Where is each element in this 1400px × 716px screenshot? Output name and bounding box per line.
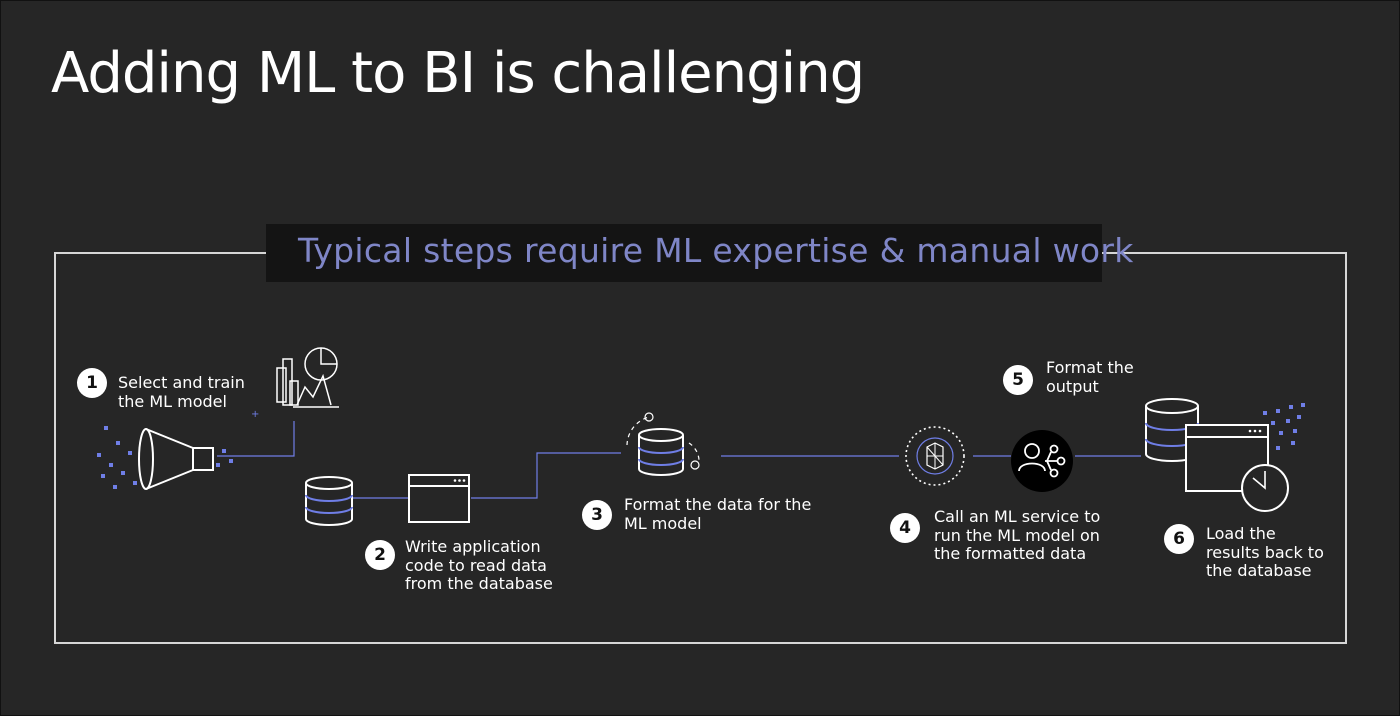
data-dots	[97, 426, 233, 489]
code-window-icon	[408, 474, 470, 523]
slide-title: Adding ML to BI is challenging	[51, 41, 865, 106]
step-badge-6: 6	[1164, 524, 1194, 554]
user-network-icon	[1011, 430, 1073, 492]
clock-dots	[1263, 403, 1305, 450]
connector-window-to-format	[471, 452, 621, 499]
database-formatting-icon	[626, 412, 700, 476]
banner: Typical steps require ML expertise & man…	[266, 224, 1133, 282]
step-badge-1: 1	[77, 368, 107, 398]
step-badge-2: 2	[365, 540, 395, 570]
step-badge-4: 4	[890, 513, 920, 543]
banner-text: Typical steps require ML expertise & man…	[298, 231, 1134, 270]
database-and-code-window-icon	[305, 474, 470, 526]
database-window-clock-icon	[1145, 398, 1305, 512]
step-badge-3: 3	[582, 500, 612, 530]
step-label-1: Select and train the ML model	[118, 373, 245, 411]
svg-text:+: +	[251, 409, 259, 420]
connector-lines	[217, 421, 1141, 499]
ml-brain-service-icon	[905, 426, 965, 486]
step-label-6: Load the results back to the database	[1206, 524, 1324, 580]
step-badge-5: 5	[1003, 365, 1033, 395]
step-label-4: Call an ML service to run the ML model o…	[934, 507, 1101, 563]
database-icon	[305, 476, 353, 526]
funnel-with-charts-icon: +	[97, 347, 339, 490]
connector-funnel-to-database	[217, 421, 295, 457]
step-label-3: Format the data for the ML model	[624, 495, 812, 533]
step-label-2: Write application code to read data from…	[405, 537, 553, 593]
step-label-5: Format the output	[1046, 358, 1134, 396]
